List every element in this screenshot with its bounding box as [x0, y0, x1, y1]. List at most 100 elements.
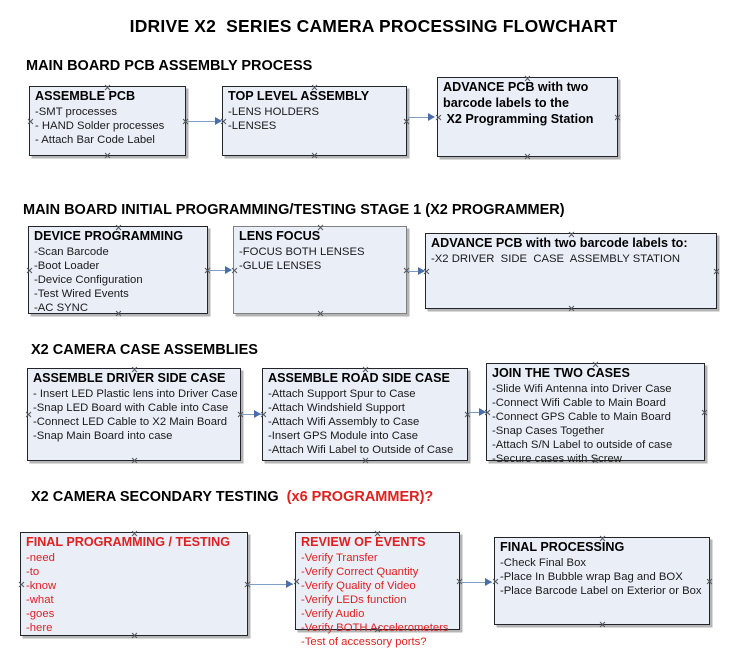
section-title-accent: (x6 PROGRAMMER)? — [286, 489, 434, 505]
node-handle-bottom[interactable] — [592, 457, 599, 464]
node-title: FINAL PROGRAMMING / TESTING — [26, 535, 231, 549]
node-handle-bottom[interactable] — [104, 152, 111, 159]
node-handle-top[interactable] — [131, 530, 138, 537]
node-handle-top[interactable] — [311, 84, 318, 91]
node-title: LENS FOCUS — [239, 229, 321, 243]
node-handle-top[interactable] — [374, 530, 381, 537]
node-handle-left[interactable] — [27, 118, 34, 125]
node-line: -Check Final Box — [500, 557, 587, 569]
connector-toplevel-to-advance[interactable] — [408, 117, 431, 118]
node-line: -Attach Windshield Support — [268, 402, 405, 414]
connector-lensfocus-to-advance[interactable] — [408, 271, 424, 272]
node-handle-top[interactable] — [599, 535, 606, 542]
node-handle-bottom[interactable] — [115, 310, 122, 317]
node-handle-bottom[interactable] — [524, 153, 531, 160]
connector-finalprog-to-review[interactable] — [249, 584, 293, 585]
node-advance-pcb-programming-station[interactable]: ADVANCE PCB with two barcode labels to t… — [437, 77, 618, 157]
node-handle-top[interactable] — [104, 84, 111, 91]
node-handle-left[interactable] — [18, 581, 25, 588]
node-handle-top[interactable] — [317, 224, 324, 231]
connector-driver-to-road[interactable] — [242, 414, 262, 415]
node-handle-bottom[interactable] — [568, 305, 575, 312]
node-title: ASSEMBLE DRIVER SIDE CASE — [33, 371, 226, 385]
node-handle-bottom[interactable] — [599, 621, 606, 628]
node-line: -Place Barcode Label on Exterior or Box — [500, 585, 702, 597]
node-handle-right[interactable] — [403, 267, 410, 274]
node-line: -Device Configuration — [34, 274, 143, 286]
node-advance-pcb-driver-case[interactable]: ADVANCE PCB with two barcode labels to: … — [425, 233, 717, 309]
node-line: -Attach Support Spur to Case — [268, 388, 416, 400]
node-handle-right[interactable] — [713, 268, 720, 275]
node-line: -Attach Wifi Assembly to Case — [268, 416, 420, 428]
node-line: -Connect Wifi Cable to Main Board — [492, 397, 666, 409]
connector-device-to-lensfocus[interactable] — [209, 270, 231, 271]
connector-road-to-join[interactable] — [469, 412, 486, 413]
node-line: -GLUE LENSES — [239, 260, 322, 272]
node-handle-bottom[interactable] — [317, 310, 324, 317]
node-line: -LENS HOLDERS — [228, 106, 320, 118]
node-title: JOIN THE TWO CASES — [492, 366, 630, 380]
node-final-processing[interactable]: FINAL PROCESSING -Check Final Box -Place… — [494, 537, 710, 625]
node-handle-bottom[interactable] — [131, 457, 138, 464]
node-title: REVIEW OF EVENTS — [301, 535, 426, 549]
node-handle-right[interactable] — [706, 578, 713, 585]
node-title: TOP LEVEL ASSEMBLY — [228, 89, 370, 103]
node-device-programming[interactable]: DEVICE PROGRAMMING -Scan Barcode -Boot L… — [28, 226, 208, 314]
node-title: ADVANCE PCB with two — [443, 80, 589, 94]
node-handle-bottom[interactable] — [362, 457, 369, 464]
node-handle-top[interactable] — [362, 366, 369, 373]
node-handle-right[interactable] — [456, 578, 463, 585]
node-final-programming-testing[interactable]: FINAL PROGRAMMING / TESTING -need -to -k… — [20, 532, 248, 636]
connector-review-to-finalprocessing[interactable] — [461, 582, 492, 583]
node-top-level-assembly[interactable]: TOP LEVEL ASSEMBLY -LENS HOLDERS -LENSES — [222, 86, 407, 156]
node-handle-left[interactable] — [293, 578, 300, 585]
node-title-cont: barcode labels to the — [443, 96, 569, 110]
node-handle-top[interactable] — [115, 224, 122, 231]
node-handle-top[interactable] — [568, 231, 575, 238]
node-handle-left[interactable] — [25, 411, 32, 418]
node-line: -Slide Wifi Antenna into Driver Case — [492, 383, 672, 395]
node-title: FINAL PROCESSING — [500, 540, 625, 554]
node-assemble-pcb[interactable]: ASSEMBLE PCB -SMT processes - HAND Solde… — [29, 86, 186, 156]
node-handle-left[interactable] — [435, 114, 442, 121]
node-lens-focus[interactable]: LENS FOCUS -FOCUS BOTH LENSES -GLUE LENS… — [233, 226, 407, 314]
node-line: -what — [26, 594, 54, 606]
node-review-of-events[interactable]: REVIEW OF EVENTS -Verify Transfer -Verif… — [293, 530, 463, 648]
node-line: -Verify Correct Quantity — [301, 566, 419, 578]
node-handle-right[interactable] — [403, 118, 410, 125]
connector-pcb-to-toplevel[interactable] — [187, 121, 220, 122]
node-title: ASSEMBLE PCB — [35, 89, 136, 103]
node-assemble-road-side-case[interactable]: ASSEMBLE ROAD SIDE CASE -Attach Support … — [262, 368, 468, 461]
section-title-case-assemblies: X2 CAMERA CASE ASSEMBLIES — [31, 342, 258, 358]
node-handle-bottom[interactable] — [374, 626, 381, 633]
node-line: -need — [26, 552, 55, 564]
node-line: -here — [26, 622, 53, 634]
node-line: -know — [26, 580, 57, 592]
node-line: -Snap Cases Together — [492, 425, 605, 437]
node-line: -Snap Main Board into case — [33, 430, 173, 442]
node-handle-right[interactable] — [701, 409, 708, 416]
node-title: ADVANCE PCB with two barcode labels to: — [431, 236, 688, 250]
node-line-overflow: -Test of accessory ports? — [301, 636, 427, 648]
arrowhead-road-case — [254, 410, 261, 418]
node-handle-left[interactable] — [492, 578, 499, 585]
node-handle-top[interactable] — [524, 75, 531, 82]
node-handle-right[interactable] — [614, 114, 621, 121]
section-title-secondary-testing: X2 CAMERA SECONDARY TESTING (x6 PROGRAMM… — [31, 489, 433, 505]
node-line: -Verify Transfer — [301, 552, 378, 564]
node-line: -Connect GPS Cable to Main Board — [492, 411, 671, 423]
node-line: -Insert GPS Module into Case — [268, 430, 419, 442]
node-handle-top[interactable] — [131, 366, 138, 373]
node-join-the-two-cases[interactable]: JOIN THE TWO CASES -Slide Wifi Antenna i… — [486, 361, 708, 465]
node-handle-top[interactable] — [592, 361, 599, 368]
node-handle-left[interactable] — [26, 267, 33, 274]
node-line: -FOCUS BOTH LENSES — [239, 246, 365, 258]
node-handle-bottom[interactable] — [311, 152, 318, 159]
node-assemble-driver-side-case[interactable]: ASSEMBLE DRIVER SIDE CASE - Insert LED P… — [27, 368, 241, 461]
node-line: -to — [26, 566, 40, 578]
node-line: - Insert LED Plastic lens into Driver Ca… — [33, 388, 238, 400]
node-handle-bottom[interactable] — [131, 632, 138, 639]
node-line: -SMT processes — [35, 106, 118, 118]
section-title-initial-programming: MAIN BOARD INITIAL PROGRAMMING/TESTING S… — [23, 202, 565, 218]
arrowhead-advance-driver — [418, 267, 425, 275]
